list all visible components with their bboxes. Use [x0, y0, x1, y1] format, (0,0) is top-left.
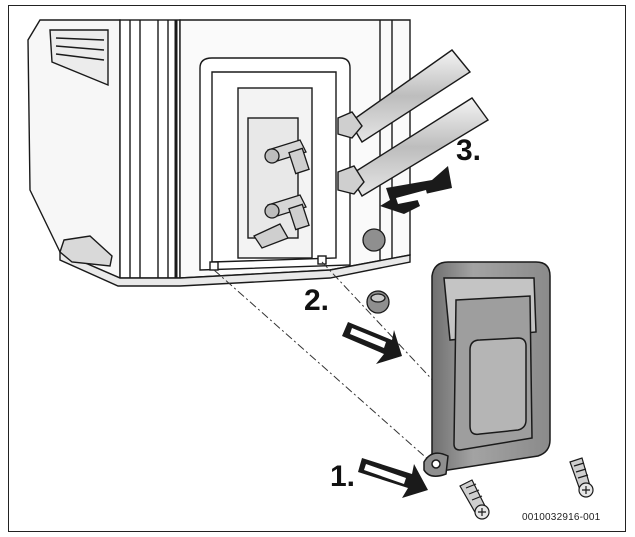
outdoor-unit [27, 19, 411, 287]
unit-base [59, 250, 411, 287]
sealing-caps [362, 228, 390, 314]
connect-pipes-arrow-icon [380, 166, 452, 214]
step-3-label: 3. [456, 134, 482, 167]
pipe-cover [423, 261, 551, 477]
remove-screws-arrow-icon [358, 458, 428, 498]
figure-id: 0010032916-001 [522, 512, 601, 523]
lower-flare-nut [337, 165, 365, 195]
remove-caps-arrow-icon [342, 322, 402, 364]
screw-1 [459, 479, 490, 520]
upper-pipe [349, 49, 472, 143]
liquid-valve [253, 194, 310, 249]
refrigerant-pipes [337, 49, 490, 197]
unit-foot [59, 235, 113, 267]
upper-flare-nut [337, 111, 363, 139]
step-2-label: 2. [304, 284, 330, 317]
screw-2 [569, 457, 594, 498]
gas-valve [264, 139, 310, 175]
cap-on-unit [362, 228, 386, 252]
step-1-label: 1. [330, 460, 356, 493]
unit-rail [119, 19, 181, 279]
